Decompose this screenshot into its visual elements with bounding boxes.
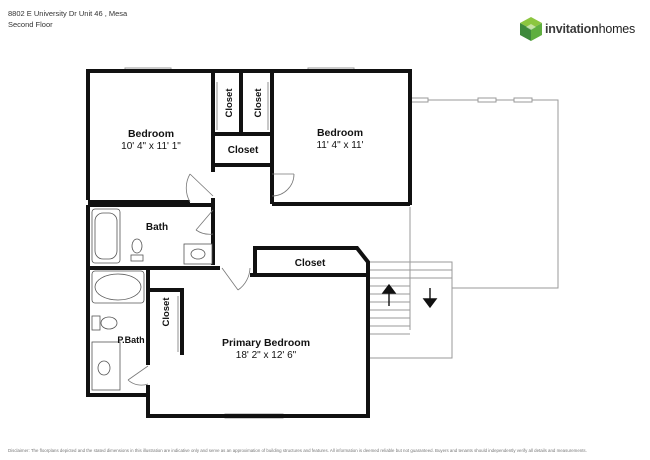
bath-label: Bath: [146, 222, 168, 233]
stair-arrows: [381, 283, 438, 309]
p-bath-tub-inner-icon: [94, 273, 142, 301]
arrow-up-icon: [381, 283, 397, 294]
fixtures: [91, 208, 213, 391]
bathtub-inner-icon: [94, 212, 118, 260]
floor-level: Second Floor: [8, 20, 53, 29]
invitation-homes-logo[interactable]: invitationhomes: [518, 16, 643, 42]
windows: [124, 67, 533, 419]
walls: [86, 69, 412, 418]
primary-bedroom-name: Primary Bedroom: [222, 337, 310, 349]
closet-e-label: Closet: [161, 297, 172, 327]
bedroom-2-dims: 11' 4" x 11': [316, 140, 363, 151]
logo-word-invitation: invitation: [545, 22, 599, 36]
logo-word-homes: homes: [598, 22, 636, 36]
closet-c-label: Closet: [228, 145, 259, 156]
closet-d-label: Closet: [295, 258, 326, 269]
toilet-tank-icon: [130, 254, 144, 262]
toilet-icon: [131, 238, 143, 254]
bedroom-1-dims: 10' 4" x 11' 1": [121, 141, 181, 152]
thin-lines: [367, 99, 559, 359]
property-address: 8802 E University Dr Unit 46 , Mesa: [8, 9, 128, 18]
bedroom-2-name: Bedroom: [317, 127, 363, 139]
p-bath-sink-icon: [97, 360, 111, 376]
doors: [127, 82, 295, 386]
primary-bedroom-dims: 18' 2" x 12' 6": [236, 350, 297, 361]
arrow-down-icon: [422, 298, 438, 309]
disclaimer-text: Disclaimer: The floorplans depicted and …: [8, 448, 587, 453]
closet-b-label: Closet: [253, 88, 264, 118]
closet-a-label: Closet: [224, 88, 235, 118]
sink-icon: [190, 248, 206, 260]
p-bath-toilet-tank-icon: [91, 315, 101, 331]
logo-wordmark: invitationhomes: [545, 22, 635, 36]
p-bath-toilet-icon: [100, 316, 118, 330]
p-bath-label: P.Bath: [117, 335, 144, 345]
cube-logo-icon: [520, 17, 542, 41]
bedroom-1-name: Bedroom: [128, 128, 174, 140]
